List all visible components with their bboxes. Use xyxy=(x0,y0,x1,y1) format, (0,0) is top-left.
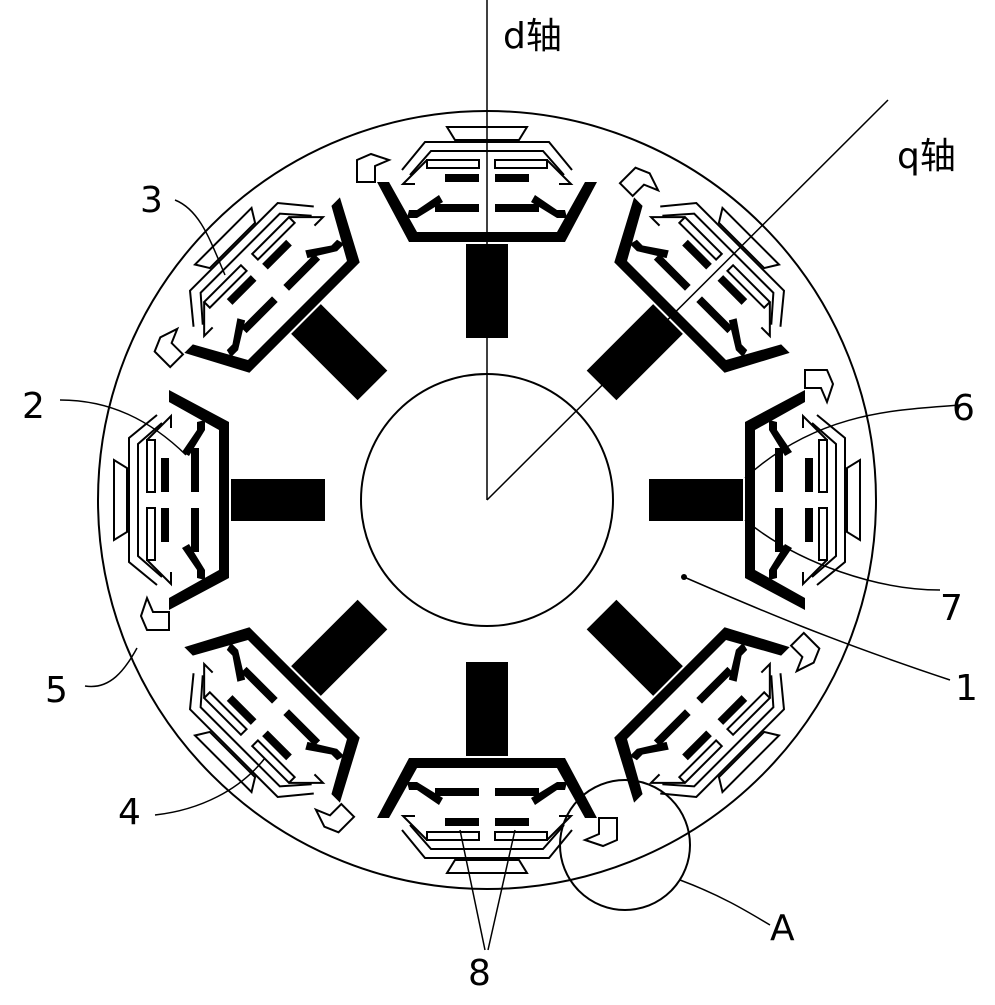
callout-4: 4 xyxy=(118,792,141,833)
callout-3: 3 xyxy=(140,180,163,221)
callout-8: 8 xyxy=(468,953,491,994)
q-axis-line xyxy=(486,99,889,501)
callout-5: 5 xyxy=(45,670,68,711)
callout-1: 1 xyxy=(955,668,978,709)
callout-2: 2 xyxy=(22,386,45,427)
q-axis-label: q轴 xyxy=(897,136,956,177)
callout-6: 6 xyxy=(952,388,975,429)
leader-lines xyxy=(59,199,961,951)
callout-7: 7 xyxy=(940,588,963,629)
d-axis-label: d轴 xyxy=(503,16,562,57)
callout-a: A xyxy=(770,908,795,949)
detail-circle-a xyxy=(559,779,691,911)
